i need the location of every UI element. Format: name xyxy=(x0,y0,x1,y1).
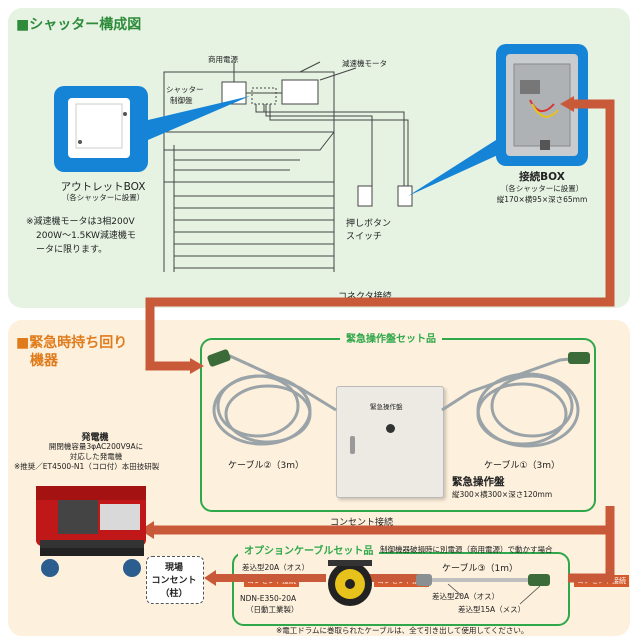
outlet-box-pointer xyxy=(148,96,250,140)
cable-2-coil xyxy=(211,354,337,446)
option-set-frame xyxy=(232,552,570,626)
motor-note-line-1: ※減速機モータは3相200V xyxy=(26,217,135,227)
plug-20a-right-label: 差込型20A（オス） xyxy=(432,592,500,601)
outlet-plate-outline xyxy=(75,103,123,149)
shutter-building-lines xyxy=(163,71,335,272)
generator-illustration xyxy=(36,486,146,577)
generator-title: 発電機 xyxy=(81,433,109,443)
cable-2-label: ケーブル②（3m） xyxy=(228,461,305,471)
cable-3-label: ケーブル③（1m） xyxy=(442,564,519,574)
outlet-screw-icon xyxy=(123,112,127,116)
cable-1-plug-icon xyxy=(568,352,590,364)
junction-box-wire-yellow xyxy=(531,103,559,118)
push-button-label-1: 押しボタン xyxy=(346,219,392,229)
shutter-diagram-title: ■シャッター構成図 xyxy=(16,17,142,33)
cable-1-label: ケーブル①（3m） xyxy=(484,461,561,471)
junction-box-terminal xyxy=(520,80,540,94)
motor-note-line-2: 200W〜1.5KW減速機モ xyxy=(36,231,136,241)
site-outlet-box xyxy=(146,556,204,604)
site-outlet-line-2: コンセント xyxy=(151,576,197,586)
cable-drum-icon xyxy=(328,560,372,606)
push-button-label-2: スイッチ xyxy=(346,232,383,242)
cable-1-coil xyxy=(441,356,581,448)
option-set-title: オプションケーブルセット品 xyxy=(238,542,380,557)
outlet-box-label: アウトレットBOX xyxy=(60,181,146,193)
panel-handle-icon xyxy=(350,436,355,454)
shutter-wiring xyxy=(233,61,409,186)
option-set-note: 制御機器破損時に別電源（商用電源）で動かす場合 xyxy=(380,545,553,554)
panel-key-icon xyxy=(386,424,395,433)
emergency-title-line-1: ■緊急時持ち回り xyxy=(16,335,128,351)
emergency-panel-size: 縦300×横300×深さ120mm xyxy=(452,490,553,499)
junction-box-label: 接続BOX xyxy=(519,171,565,183)
brown-connection-path xyxy=(145,99,615,371)
emergency-panel-name: 緊急操作盤 xyxy=(452,476,505,488)
shutter-control-box xyxy=(221,79,413,207)
emergency-set-title: 緊急操作盤セット品 xyxy=(340,330,442,345)
junction-box-inner xyxy=(513,63,571,147)
brown-outlet-path xyxy=(150,506,615,583)
junction-box-size: 縦170×横95×深さ65mm xyxy=(496,195,588,204)
plug-20a-left-label: 差込型20A（オス） xyxy=(242,563,310,572)
drum-model: NDN-E350-20A xyxy=(240,594,297,603)
footnote: ※電工ドラムに巻取られたケーブルは、全て引き出して使用してください。 xyxy=(276,626,529,635)
outlet-connection-label: コンセント接続 xyxy=(330,518,394,528)
junction-box-pointer xyxy=(408,140,500,196)
generator-line-3: ※推奨／ET4500-N1（コロ付）本田技研製 xyxy=(14,462,160,471)
emergency-panel-plate: 緊急操作盤 xyxy=(370,403,403,411)
site-outlet-line-3: （柱） xyxy=(160,589,188,599)
control-label-1: シャッター xyxy=(166,85,204,94)
arrow-to-set-icon xyxy=(190,358,204,374)
drum-maker: （日動工業製） xyxy=(246,605,299,614)
generator-line-1: 開閉機容量3φAC200V9Aに xyxy=(48,442,144,451)
cable-2-plug-icon xyxy=(207,349,231,367)
connector-connection-label: コネクタ接続 xyxy=(338,292,392,302)
junction-box-note: （各シャッターに設置） xyxy=(500,184,584,193)
motor-label: 減速機モータ xyxy=(342,59,387,68)
power-label: 商用電源 xyxy=(208,55,238,64)
junction-box-cable-gland xyxy=(540,140,550,150)
arrow-to-junction-icon xyxy=(560,96,574,112)
outlet-box-note: （各シャッターに設置） xyxy=(61,193,145,202)
junction-box-wire-red xyxy=(529,99,555,112)
plug-15a-label: 差込型15A（メス） xyxy=(458,605,526,614)
motor-note-line-3: ータに限ります。 xyxy=(36,245,108,255)
outlet-screw-icon xyxy=(78,140,82,144)
emergency-title-line-2: 機器 xyxy=(30,353,58,369)
option-arrows xyxy=(204,570,614,586)
site-outlet-line-1: 現場 xyxy=(164,563,183,573)
control-label-2: 制御盤 xyxy=(170,96,193,105)
cable-3-icon xyxy=(416,574,550,605)
generator-line-2: 対応した発電機 xyxy=(69,452,123,461)
arrow-to-generator-icon xyxy=(140,521,154,539)
